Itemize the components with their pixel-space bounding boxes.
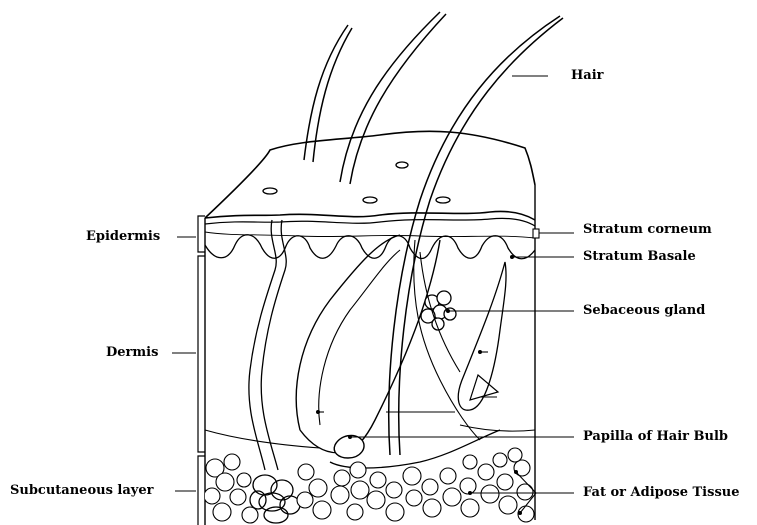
arrector-pili-muscle	[458, 262, 506, 410]
label-fat-or-adipose-tissue: Fat or Adipose Tissue	[583, 485, 739, 501]
label-stratum-corneum: Stratum corneum	[583, 222, 712, 238]
label-hair: Hair	[571, 68, 604, 84]
stratum-corneum-band	[205, 211, 535, 220]
label-stratum-basale: Stratum Basale	[583, 249, 696, 265]
leader-lines	[172, 76, 574, 513]
surface-pores	[263, 162, 450, 203]
stratum-corneum-band-2	[205, 218, 535, 226]
hair-follicle-inner	[319, 250, 400, 425]
skin-top-surface	[205, 131, 535, 218]
label-sebaceous-gland: Sebaceous gland	[583, 303, 705, 319]
stratum-corneum-marker	[533, 229, 539, 238]
label-dermis: Dermis	[106, 345, 158, 361]
stratum-basale-junction	[205, 235, 535, 259]
layer-brackets	[198, 216, 205, 525]
hair-bulb	[334, 435, 364, 458]
label-epidermis: Epidermis	[86, 229, 160, 245]
label-subcutaneous-layer: Subcutaneous layer	[10, 483, 153, 499]
hair-follicle	[296, 235, 440, 453]
hair-shafts	[304, 12, 563, 455]
sweat-duct	[249, 220, 286, 470]
label-papilla-of-hair-bulb: Papilla of Hair Bulb	[583, 429, 728, 445]
muscle-triangle	[470, 375, 498, 400]
